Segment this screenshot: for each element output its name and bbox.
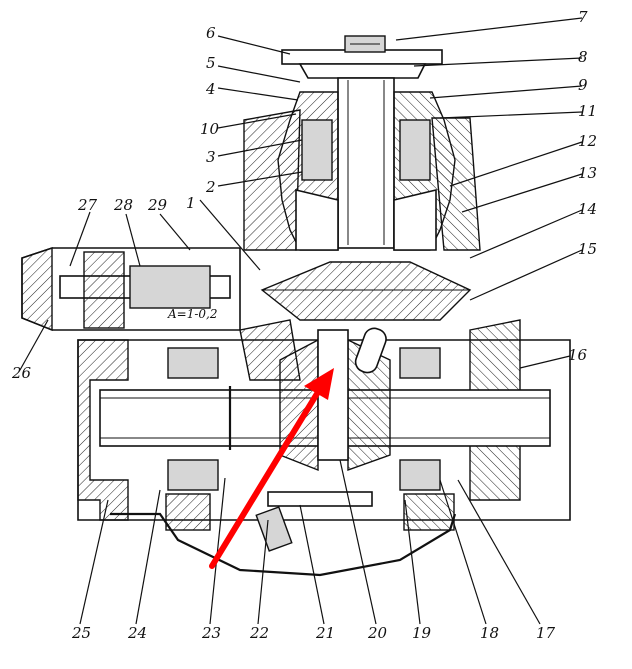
label-20: 20	[367, 624, 388, 642]
label-26: 26	[11, 364, 32, 382]
label-13: 13	[578, 164, 597, 182]
bevel-gear	[260, 261, 472, 321]
label-15: 15	[578, 240, 597, 258]
red-arrow	[209, 368, 334, 569]
arrow-head	[304, 368, 334, 400]
input-flange	[281, 35, 443, 79]
label-25: 25	[71, 624, 91, 642]
label-7: 7	[578, 8, 588, 26]
label-11: 11	[578, 102, 597, 120]
label-14: 14	[578, 200, 597, 218]
label-10: 10	[200, 120, 220, 138]
left-aux-assembly	[21, 247, 241, 332]
label-24: 24	[127, 624, 147, 642]
label-22: 22	[249, 624, 269, 642]
label-18: 18	[480, 624, 499, 642]
label-3: 3	[206, 148, 216, 166]
label-2: 2	[205, 178, 216, 196]
lower-assembly	[110, 491, 457, 577]
input-shaft	[337, 77, 395, 249]
label-29: 29	[147, 196, 168, 214]
label-19: 19	[412, 624, 432, 642]
label-5: 5	[206, 54, 216, 72]
label-4: 4	[205, 80, 216, 98]
label-6: 6	[206, 24, 216, 42]
part-labels: 6 5 4 10 3 2 1 27 28 29 26 7 8 9 11 12 1…	[11, 8, 597, 642]
label-23: 23	[201, 624, 221, 642]
label-12: 12	[578, 132, 597, 150]
upper-housing	[243, 91, 481, 251]
label-8: 8	[578, 48, 588, 66]
label-1: 1	[186, 194, 196, 212]
label-16: 16	[568, 346, 588, 364]
clearance-annotation: A=1-0,2	[167, 307, 218, 321]
label-21: 21	[315, 624, 335, 642]
arrow-shaft	[209, 389, 321, 569]
label-9: 9	[578, 76, 588, 94]
label-27: 27	[77, 196, 98, 214]
leader-lines	[19, 17, 583, 625]
label-28: 28	[113, 196, 133, 214]
label-17: 17	[536, 624, 556, 642]
